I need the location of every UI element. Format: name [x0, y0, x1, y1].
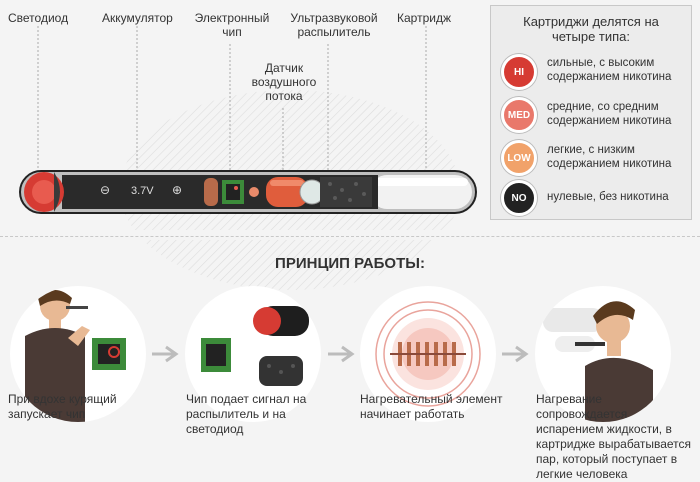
label-battery: Аккумулятор: [102, 11, 173, 25]
step-4-illustration: [535, 286, 671, 422]
battery-voltage: 3.7V: [131, 185, 154, 197]
step-4-caption: Нагревание сопровождается испарением жид…: [536, 392, 692, 481]
label-atomizer: Ультразвуковой распылитель: [290, 11, 378, 39]
label-sensor: Датчик воздушного потока: [251, 61, 317, 103]
legend-title: Картриджи делятся на четыре типа:: [523, 14, 659, 44]
step-2-caption: Чип подает сигнал на распылитель и на св…: [186, 392, 307, 436]
battery-minus: ⊖: [100, 183, 111, 197]
arrow-right-icon: [328, 345, 355, 363]
arrow-right-icon: [502, 345, 529, 363]
badge-no: NO: [501, 180, 537, 216]
step-1-illustration: [10, 286, 146, 422]
label-chip: Электронный чип: [194, 11, 270, 39]
battery-plus: ⊕: [172, 183, 183, 197]
legend-desc-med: средние, со средним содержанием никотина: [547, 101, 672, 127]
section-divider: [0, 236, 700, 237]
step-3-caption: Нагревательный элемент начинает работать: [360, 392, 503, 421]
step-3-illustration: [360, 286, 496, 422]
arrow-right-icon: [152, 345, 179, 363]
wick: [320, 177, 372, 207]
legend-desc-low: легкие, с низким содержанием никотина: [547, 144, 672, 170]
step-2-illustration: [185, 286, 321, 422]
cartridge-types-legend: Картриджи делятся на четыре типа: HI сил…: [490, 5, 692, 220]
badge-hi: HI: [501, 54, 537, 90]
section-title: ПРИНЦИП РАБОТЫ:: [275, 255, 425, 272]
legend-desc-no: нулевые, без никотина: [547, 191, 669, 203]
badge-med: MED: [501, 97, 537, 133]
label-cartridge: Картридж: [397, 11, 451, 25]
label-led: Светодиод: [8, 11, 69, 25]
badge-low: LOW: [501, 140, 537, 176]
legend-desc-hi: сильные, с высоким содержанием никотина: [547, 57, 672, 83]
step-1-caption: При вдохе курящий запускает чип: [8, 392, 117, 421]
